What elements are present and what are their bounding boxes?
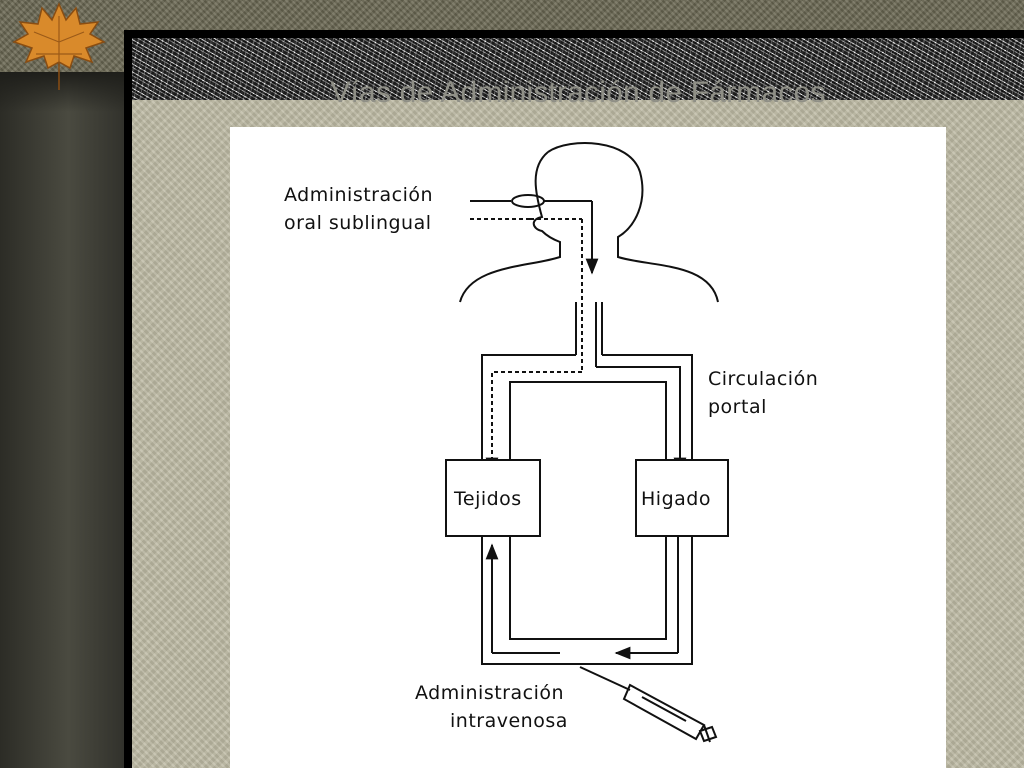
head-silhouette-icon [459,142,719,303]
drug-route-diagram: Administración oral sublingual Circulaci… [230,127,946,768]
oral-label-line2: oral sublingual [284,212,432,234]
title-band [132,38,1024,100]
liver-label: Higado [641,488,711,510]
tissues-box [445,459,541,537]
pill-icon [511,194,545,208]
left-decorative-column [0,72,124,768]
portal-label-line2: portal [708,396,767,418]
maple-leaf-icon [12,2,106,90]
iv-label-line1: Administración [415,682,564,704]
tissues-label: Tejidos [453,488,522,510]
portal-label-line1: Circulación [708,368,818,390]
syringe-icon [579,666,718,743]
slide-title: Vías de Administración de Fármacos [330,76,826,109]
iv-label-line2: intravenosa [450,710,568,732]
oral-label-line1: Administración [284,184,433,206]
liver-box [635,459,729,537]
